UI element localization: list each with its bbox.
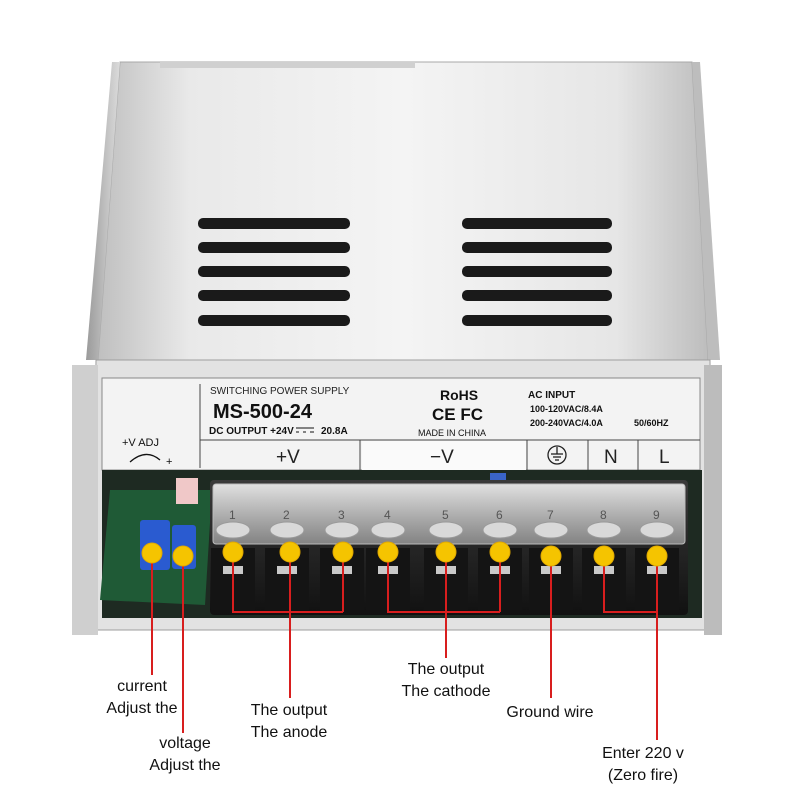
label-plate — [101, 377, 701, 471]
callout-voltage-line2: Adjust the — [149, 757, 221, 774]
terminal-screw — [324, 521, 360, 539]
callout-marker — [646, 545, 668, 567]
terminal-number: 1 — [229, 508, 236, 522]
callout-voltage-adjust: voltage Adjust the — [140, 733, 230, 777]
terminal-screw — [586, 521, 622, 539]
terminal-number: 7 — [547, 508, 554, 522]
callout-marker — [593, 545, 615, 567]
ac-input-title: AC INPUT — [528, 390, 575, 401]
leader-line — [232, 552, 343, 613]
terminal-label-l: L — [659, 447, 670, 468]
callout-voltage-line1: voltage — [159, 735, 211, 752]
rohs-mark: RoHS — [440, 387, 478, 403]
callout-cathode: The output The cathode — [390, 659, 502, 703]
callout-marker — [540, 545, 562, 567]
callout-marker — [141, 542, 163, 564]
terminal-number: 2 — [283, 508, 290, 522]
callout-cathode-line2: The cathode — [401, 683, 491, 700]
ac-input-range-1: 100-120VAC/8.4A — [530, 404, 603, 414]
adj-arrow-icon — [129, 453, 161, 463]
terminal-screw — [215, 521, 251, 539]
callout-ac-line1: Enter 220 v — [602, 745, 684, 762]
type-label: SWITCHING POWER SUPPLY — [210, 386, 350, 397]
terminal-screw — [428, 521, 464, 539]
terminal-number: 3 — [338, 508, 345, 522]
callout-marker — [489, 541, 511, 563]
terminal-screw — [639, 521, 675, 539]
cert-marks: CE FC — [432, 405, 483, 424]
callout-marker — [435, 541, 457, 563]
callout-marker — [222, 541, 244, 563]
adj-plus: + — [166, 456, 172, 468]
callout-current-adjust: current Adjust the — [100, 676, 184, 720]
terminal-number: 9 — [653, 508, 660, 522]
callout-ground-line1: Ground wire — [506, 704, 594, 721]
terminal-number: 5 — [442, 508, 449, 522]
callout-cathode-line1: The output — [407, 661, 485, 678]
terminal-number: 8 — [600, 508, 607, 522]
terminal-label-minus-v: −V — [430, 447, 454, 468]
terminal-clamp — [277, 566, 297, 574]
callout-anode: The output The anode — [236, 700, 342, 744]
callout-anode-line2: The anode — [250, 724, 328, 741]
terminal-number: 4 — [384, 508, 391, 522]
vent-slots — [198, 218, 612, 326]
terminal-screw — [482, 521, 518, 539]
callout-anode-line1: The output — [250, 702, 328, 719]
dc-output-current: 20.8A — [321, 426, 348, 437]
callout-marker — [332, 541, 354, 563]
leader-line — [387, 552, 500, 613]
adj-label: +V ADJ — [122, 437, 159, 449]
callout-markers — [141, 541, 668, 567]
callout-marker — [377, 541, 399, 563]
ac-frequency: 50/60HZ — [634, 418, 669, 428]
dc-output-label: DC OUTPUT +24V — [209, 426, 294, 437]
ac-input-range-2: 200-240VAC/4.0A — [530, 418, 603, 428]
terminal-screw — [269, 521, 305, 539]
callout-ground-wire: Ground wire — [494, 702, 606, 724]
terminal-screw — [370, 521, 406, 539]
terminal-label-n: N — [604, 447, 618, 468]
callout-ac-input: Enter 220 v (Zero fire) — [588, 743, 698, 787]
callout-ac-line2: (Zero fire) — [607, 767, 679, 784]
callout-marker — [172, 545, 194, 567]
callout-current-line1: current — [117, 678, 167, 695]
callout-marker — [279, 541, 301, 563]
case-top — [86, 61, 720, 361]
made-in-label: MADE IN CHINA — [418, 428, 486, 438]
model-number: MS-500-24 — [213, 401, 313, 423]
terminal-label-plus-v: +V — [276, 447, 300, 468]
leader-line — [603, 556, 657, 613]
ground-icon — [547, 445, 567, 465]
terminal-number: 6 — [496, 508, 503, 522]
dc-symbol — [296, 427, 314, 433]
terminal-screw — [533, 521, 569, 539]
callout-current-line2: Adjust the — [106, 700, 178, 717]
